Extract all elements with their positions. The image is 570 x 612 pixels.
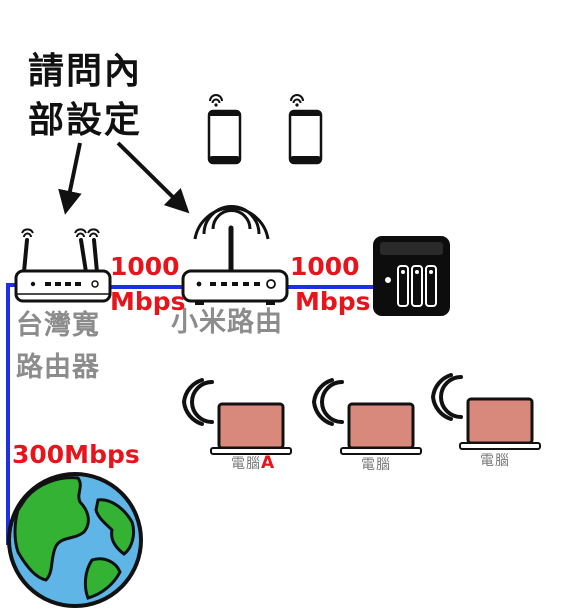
computer-label: 電腦 <box>480 452 510 469</box>
laptop-a <box>181 378 292 455</box>
nas-icon <box>373 236 450 316</box>
isp-router-label-line-2: 路由器 <box>16 352 100 383</box>
cables <box>6 283 373 545</box>
phone-left <box>207 94 242 165</box>
xiaomi-router-label: 小米路由 <box>171 307 283 338</box>
isp-router-label-line-1: 台灣寬 <box>16 310 100 341</box>
annotation-line-2: 部設定 <box>28 100 143 141</box>
link-speed-value: 1000 <box>110 252 180 281</box>
wifi-phone-icon <box>209 94 223 104</box>
annotation-line-1: 請問內 <box>28 51 143 92</box>
laptop-b <box>311 378 422 455</box>
router-icon <box>14 228 112 303</box>
computer-name: 電腦 <box>361 457 391 473</box>
wifi-laptop-icon <box>311 378 344 426</box>
computer-name: 電腦 <box>231 456 261 472</box>
laptop-c <box>430 373 541 450</box>
link-speed-unit: Mbps <box>110 287 186 316</box>
arrow-icon <box>116 141 190 214</box>
globe-icon <box>7 472 143 608</box>
computer-label: 電腦 <box>361 456 391 473</box>
laptop-icon <box>340 402 422 455</box>
link-speed-value: 1000 <box>290 252 360 281</box>
laptop-icon <box>459 397 541 450</box>
internet-speed: 300Mbps <box>12 440 140 469</box>
computer-label: 電腦A <box>231 455 274 472</box>
arrow-icon <box>58 142 82 215</box>
phone-right <box>288 94 323 165</box>
wifi-laptop-icon <box>181 378 214 426</box>
wifi-router-icon <box>181 205 289 305</box>
link-speed-unit: Mbps <box>295 287 371 316</box>
cable-router-to-internet <box>6 283 16 545</box>
wifi-laptop-icon <box>430 373 463 421</box>
computer-name: 電腦 <box>480 453 510 469</box>
laptop-icon <box>210 402 292 455</box>
arrows <box>58 141 190 215</box>
computer-suffix: A <box>261 453 275 473</box>
wifi-phone-icon <box>290 94 304 104</box>
